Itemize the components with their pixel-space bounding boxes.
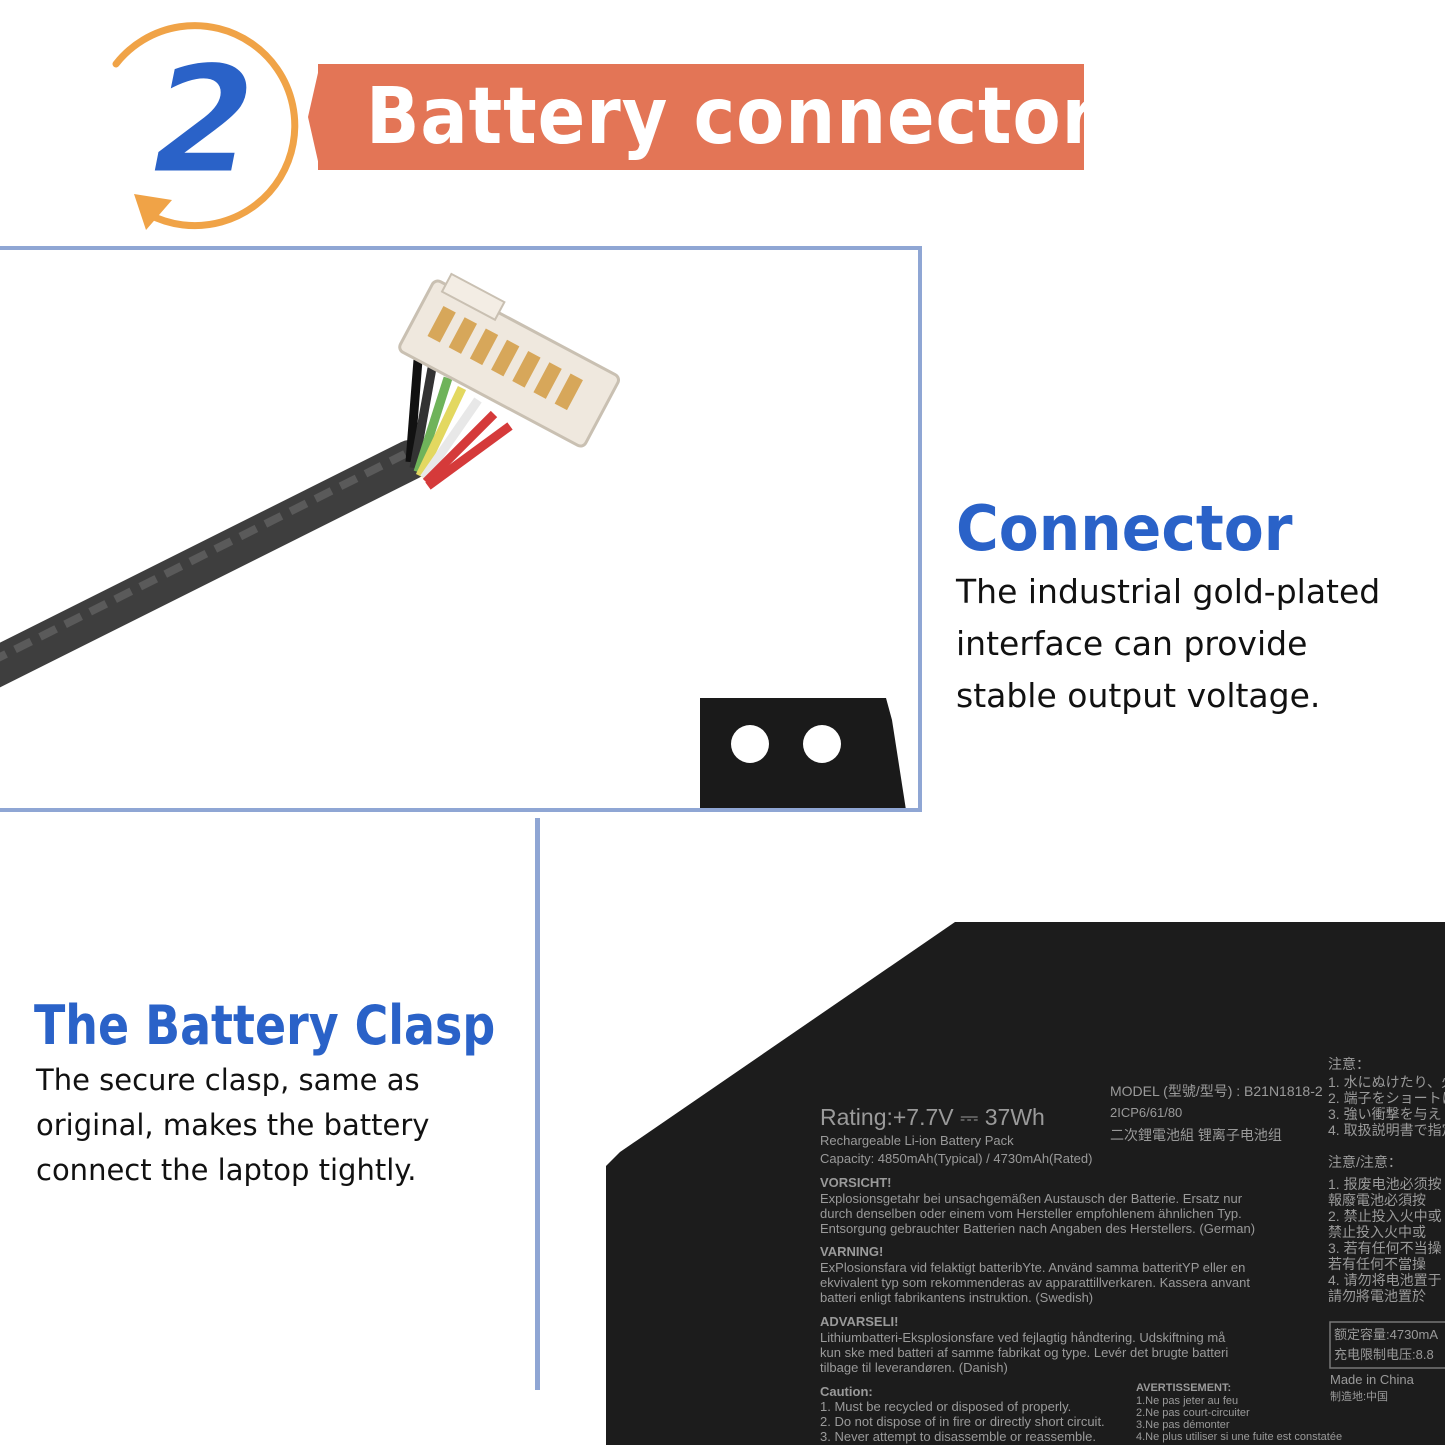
label-line: 3. 強い衝撃を与え [1328, 1106, 1442, 1122]
connector-title: Connector [956, 492, 1293, 565]
label-swedish-head: VARNING! [820, 1244, 884, 1259]
label-line: 2. 端子をショートに [1328, 1090, 1445, 1106]
label-line: 2.Ne pas court-circuiter [1136, 1407, 1250, 1419]
label-line: 1. 报废电池必须按 [1328, 1176, 1442, 1192]
label-line: kun ske med batteri af samme fabrikat og… [820, 1345, 1229, 1360]
label-capacity: Capacity: 4850mAh(Typical) / 4730mAh(Rat… [820, 1151, 1093, 1166]
connector-line: interface can provide [956, 624, 1308, 663]
label-line: Explosionsgetahr bei unsachgemäßen Austa… [820, 1191, 1243, 1206]
label-made-in: Made in China [1330, 1372, 1414, 1387]
clasp-line: connect the laptop tightly. [36, 1153, 417, 1187]
label-chinese-pack: 二次鋰電池組 锂离子电池组 [1110, 1127, 1282, 1143]
label-model: MODEL (型號/型号) : B21N1818-2 [1110, 1083, 1323, 1099]
header-banner: Battery connector [308, 64, 1096, 170]
connector-line: stable output voltage. [956, 676, 1321, 715]
label-line: 4. 取扱説明書で指定 [1328, 1122, 1445, 1138]
label-line: durch denselben oder einem vom Herstelle… [820, 1206, 1242, 1221]
label-line: 2. Do not dispose of in fire or directly… [820, 1414, 1105, 1429]
label-line: Entsorgung gebrauchter Batterien nach An… [820, 1221, 1256, 1236]
page-title: Battery connector [366, 72, 1098, 162]
label-cn-head: 注意/注意： [1328, 1154, 1402, 1170]
clasp-description: The secure clasp, same as original, make… [36, 1058, 429, 1193]
label-line: 2. 禁止投入火中或 [1328, 1208, 1442, 1224]
label-line: ExPlosionsfara vid felaktigt batteribYte… [820, 1260, 1246, 1275]
label-jp-head: 注意： [1328, 1056, 1370, 1072]
label-cell: 2ICP6/61/80 [1110, 1105, 1183, 1120]
label-cn: 1. 报废电池必须按 報廢電池必須按 2. 禁止投入火中或 禁止投入火中或 3.… [1328, 1176, 1442, 1304]
label-danish-head: ADVARSELI! [820, 1314, 899, 1329]
label-line: tilbage til leverandøren. (Danish) [820, 1360, 1008, 1375]
label-line: Lithiumbatteri-Eksplosionsfare ved fejla… [820, 1330, 1226, 1345]
label-line: 禁止投入火中或 [1328, 1224, 1426, 1240]
label-danish: Lithiumbatteri-Eksplosionsfare ved fejla… [820, 1330, 1228, 1375]
label-german-head: VORSICHT! [820, 1175, 892, 1190]
clasp-line: original, makes the battery [36, 1108, 430, 1142]
label-jp: 1. 水にぬけたり、火 2. 端子をショートに 3. 強い衝撃を与え 4. 取扱… [1328, 1074, 1445, 1138]
connector-illustration [0, 272, 906, 808]
label-line: 3. Never attempt to disassemble or reass… [820, 1429, 1097, 1444]
label-line: 1. Must be recycled or disposed of prope… [820, 1399, 1072, 1414]
label-rated-cap: 额定容量:4730mA [1334, 1327, 1439, 1342]
label-french-head: AVERTISSEMENT: [1136, 1382, 1232, 1394]
label-german: Explosionsgetahr bei unsachgemäßen Austa… [820, 1191, 1255, 1236]
connector-photo [0, 246, 922, 812]
label-line: 4.Ne plus utiliser si une fuite est cons… [1136, 1431, 1343, 1443]
connector-description: The industrial gold-plated interface can… [956, 566, 1380, 722]
divider-line [535, 818, 540, 1390]
step-number: 2 [152, 34, 256, 208]
label-line: 1. 水にぬけたり、火 [1328, 1074, 1445, 1090]
label-rating: Rating:+7.7V ⎓ 37Wh [820, 1104, 1045, 1130]
label-charge-limit: 充电限制电压:8.8 [1334, 1347, 1434, 1362]
label-line: 3. 若有任何不当操 [1328, 1240, 1442, 1256]
label-pack: Rechargeable Li-ion Battery Pack [820, 1133, 1014, 1148]
label-caution-head: Caution: [820, 1384, 873, 1399]
label-line: 請勿將電池置於 [1328, 1288, 1426, 1304]
label-line: 3.Ne pas démonter [1136, 1419, 1230, 1431]
label-line: batteri enligt fabrikantens instruktion.… [820, 1290, 1094, 1305]
label-origin: 制造地:中国 [1330, 1391, 1389, 1403]
clasp-title: The Battery Clasp [34, 994, 496, 1057]
label-line: 4. 请勿将电池置于 [1328, 1272, 1442, 1288]
label-line: 1.Ne pas jeter au feu [1136, 1395, 1239, 1407]
label-french: 1.Ne pas jeter au feu 2.Ne pas court-cir… [1136, 1395, 1342, 1443]
clasp-line: The secure clasp, same as [36, 1063, 420, 1097]
cycle-arrow-icon: 2 [112, 22, 299, 230]
label-line: 報廢電池必須按 [1328, 1192, 1426, 1208]
label-swedish: ExPlosionsfara vid felaktigt batteribYte… [820, 1260, 1250, 1305]
label-line: 若有任何不當操 [1328, 1256, 1426, 1272]
connector-line: The industrial gold-plated [956, 572, 1381, 611]
label-line: ekvivalent typ som rekommenderas av appa… [820, 1275, 1250, 1290]
label-caution: 1. Must be recycled or disposed of prope… [820, 1399, 1105, 1444]
